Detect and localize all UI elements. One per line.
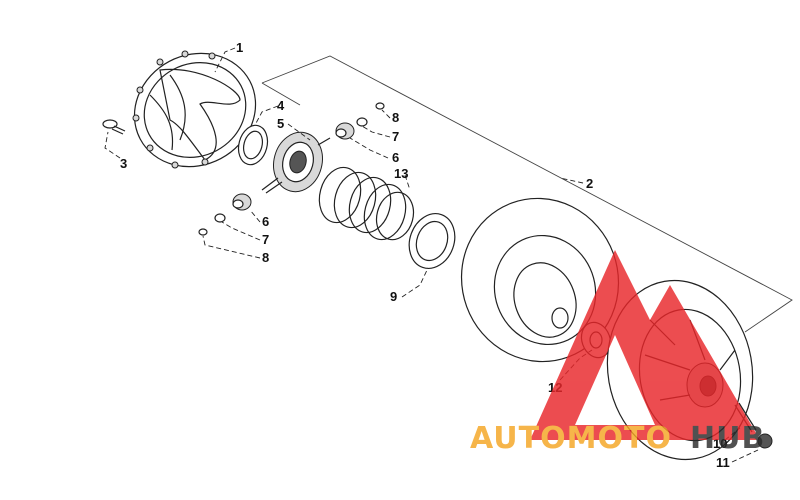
callout-5: 5: [277, 116, 284, 131]
part-9-ring[interactable]: [402, 207, 462, 275]
callout-9: 9: [390, 289, 397, 304]
callout-7-upper: 7: [392, 129, 399, 144]
part-6-roller-upper[interactable]: [335, 122, 355, 140]
watermark-logo: AUTOMOTO HUB: [470, 250, 765, 456]
assembly-frame-edge: [261, 82, 301, 106]
callout-6-upper: 6: [392, 150, 399, 165]
part-3-screw[interactable]: [102, 119, 126, 135]
part-8-clip-lower[interactable]: [198, 228, 208, 236]
watermark-triangle: [530, 250, 760, 440]
callout-11: 11: [716, 455, 730, 470]
part-13-spring[interactable]: [313, 163, 418, 244]
part-5-spider-hub[interactable]: [261, 127, 331, 197]
part-2-movable-sheave[interactable]: [439, 176, 642, 383]
callout-1: 1: [236, 40, 243, 55]
part-8-clip-upper[interactable]: [375, 102, 385, 110]
callout-4: 4: [277, 98, 285, 113]
part-7-washer-lower[interactable]: [214, 213, 226, 223]
callout-6-lower: 6: [262, 214, 269, 229]
assembly-frame: [261, 55, 793, 333]
part-4-ring[interactable]: [234, 122, 271, 168]
callout-13: 13: [394, 166, 408, 181]
watermark-word-automoto: AUTOMOTO: [470, 421, 672, 456]
part-11-nut[interactable]: [757, 433, 773, 449]
callout-3: 3: [120, 156, 127, 171]
watermark-word-hub: HUB: [690, 421, 765, 456]
part-6-roller-lower[interactable]: [232, 193, 252, 211]
callout-8-upper: 8: [392, 110, 399, 125]
callout-2: 2: [586, 176, 593, 191]
part-7-washer-upper[interactable]: [356, 117, 368, 127]
callout-7-lower: 7: [262, 232, 269, 247]
callout-8-lower: 8: [262, 250, 269, 265]
part-1-cam-housing[interactable]: [114, 32, 275, 187]
